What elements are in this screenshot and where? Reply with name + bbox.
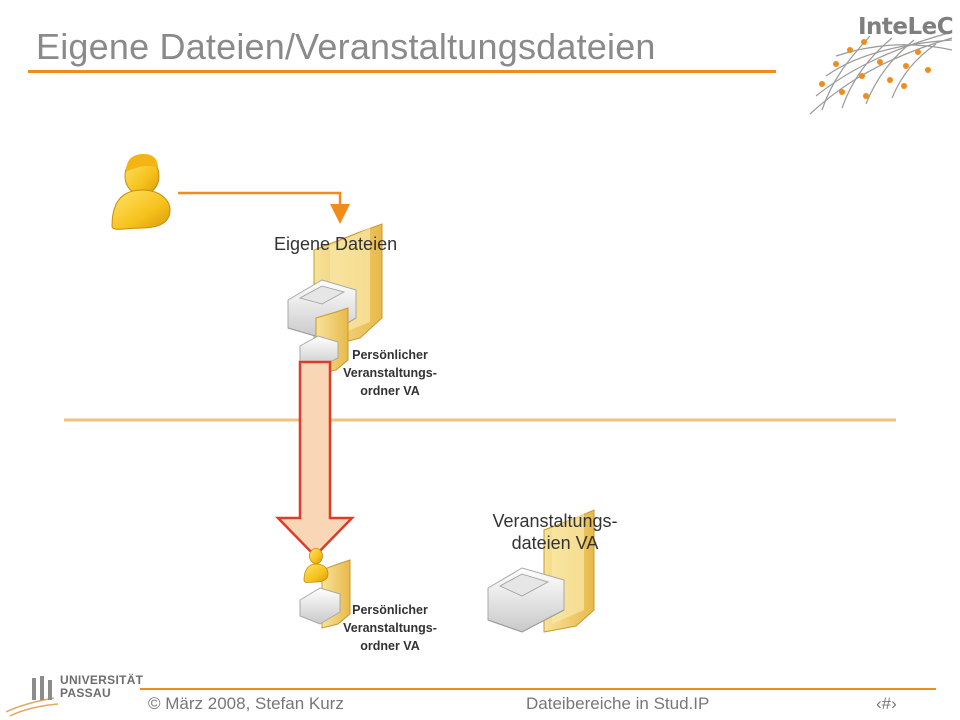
university-logo-icon bbox=[5, 676, 59, 717]
personal-folder-bottom-label: Persönlicher Veranstaltungs- ordner VA bbox=[330, 601, 450, 655]
user-folder-icon bbox=[299, 548, 351, 629]
footer-copyright: © März 2008, Stefan Kurz bbox=[148, 694, 344, 713]
course-files-line2: dateien VA bbox=[511, 533, 599, 553]
connector-line bbox=[178, 191, 350, 224]
personal-folder-bottom-line2: Veranstaltungs- bbox=[343, 621, 437, 635]
logo-text: InteLeC bbox=[858, 14, 954, 40]
course-folder-icon bbox=[487, 509, 595, 633]
university-line1: UNIVERSITÄT bbox=[60, 673, 144, 687]
personal-folder-top-line3: ordner VA bbox=[360, 384, 420, 398]
personal-folder-top-label: Persönlicher Veranstaltungs- ordner VA bbox=[330, 346, 450, 400]
user-icon bbox=[111, 154, 171, 230]
intelec-logo bbox=[809, 31, 953, 115]
down-arrow-icon bbox=[275, 360, 355, 558]
personal-folder-top-icon bbox=[299, 307, 349, 375]
personal-folder-top-line2: Veranstaltungs- bbox=[343, 366, 437, 380]
university-name: UNIVERSITÄT PASSAU bbox=[60, 674, 143, 700]
own-files-label: Eigene Dateien bbox=[274, 234, 398, 254]
personal-folder-bottom-line3: ordner VA bbox=[360, 639, 420, 653]
slide-title: Eigene Dateien/Veranstaltungsdateien bbox=[36, 26, 656, 67]
footer-topic: Dateibereiche in Stud.IP bbox=[526, 694, 710, 713]
course-files-label: Veranstaltungs- dateien VA bbox=[470, 510, 640, 554]
university-line2: PASSAU bbox=[60, 686, 111, 700]
personal-folder-top-line1: Persönlicher bbox=[352, 348, 428, 362]
footer-page-number: ‹#› bbox=[876, 694, 897, 713]
footer-rule bbox=[140, 688, 936, 690]
title-underline bbox=[28, 70, 776, 73]
course-files-line1: Veranstaltungs- bbox=[492, 511, 618, 531]
personal-folder-bottom-line1: Persönlicher bbox=[352, 603, 428, 617]
